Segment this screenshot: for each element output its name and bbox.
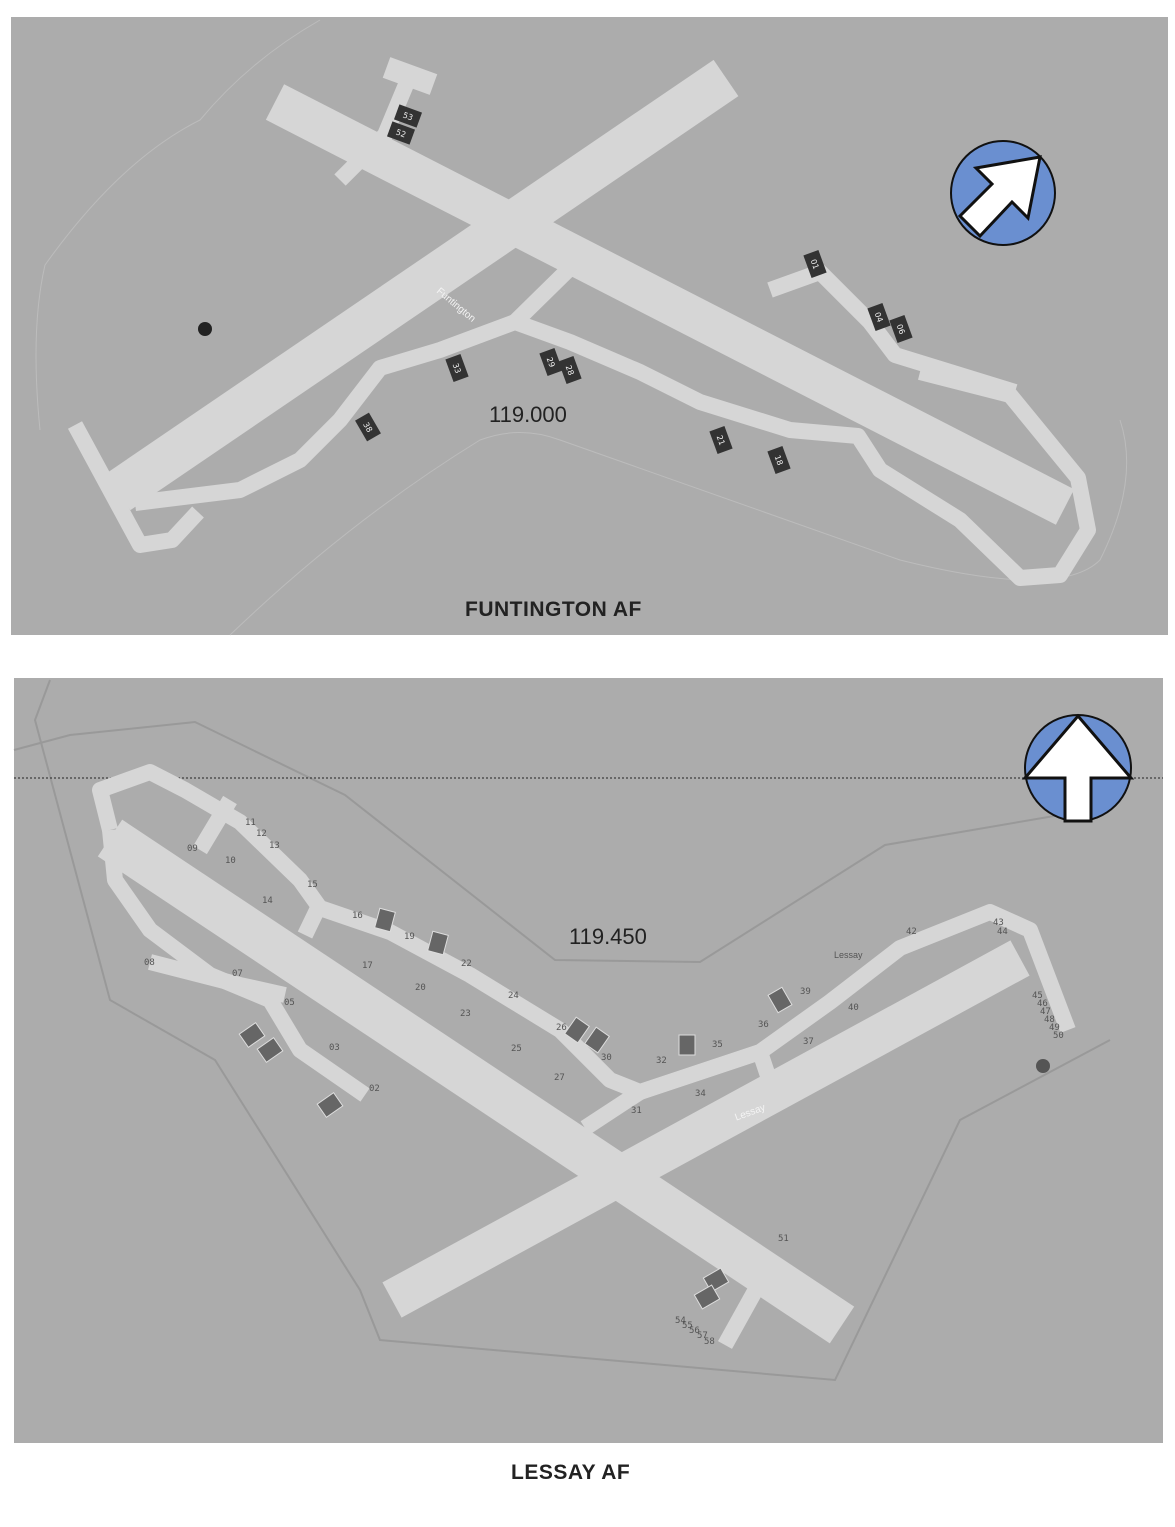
stand-label: 22: [461, 959, 472, 969]
taxiway: [67, 421, 204, 553]
stand-label: 17: [362, 961, 373, 971]
taxiway: [193, 795, 237, 855]
funtington-stands: 53 52 01 04 06 33 29 28 38 21 18: [355, 104, 913, 475]
stand-label: 53: [402, 111, 415, 123]
beacon-marker: [198, 322, 212, 336]
stand-label: 36: [758, 1020, 769, 1030]
stand-label: 48: [1044, 1015, 1055, 1025]
stand-label: 50: [1053, 1031, 1064, 1041]
taxiway: [148, 954, 287, 1003]
stand-label: 26: [556, 1023, 567, 1033]
stand-label: 29: [545, 356, 557, 369]
stand-label: 19: [404, 932, 415, 942]
taxiway: [752, 1049, 778, 1085]
lessay-stand-labels: 02 03 05 07 08 09 10 11 12 13 14 15 16 1…: [144, 818, 1064, 1347]
runway: [382, 940, 1030, 1318]
stand-label: 34: [695, 1089, 706, 1099]
stand-label: 58: [704, 1337, 715, 1347]
stand-label: 40: [848, 1003, 859, 1013]
stand-label: 05: [284, 998, 295, 1008]
stand-label: 55: [682, 1321, 693, 1331]
funtington-title: FUNTINGTON AF: [465, 598, 642, 621]
radio-frequency: 119.000: [489, 402, 567, 427]
stand-label: 04: [873, 311, 885, 324]
stand-label: 39: [800, 987, 811, 997]
stand-label: 46: [1037, 999, 1048, 1009]
funtington-map: 53 52 01 04 06 33 29 28 38 21 18 Funting…: [11, 17, 1168, 636]
radio-frequency: 119.450: [569, 924, 647, 949]
stand-label: 13: [269, 841, 280, 851]
stand-label: 54: [675, 1316, 686, 1326]
lessay-map: 02 03 05 07 08 09 10 11 12 13 14 15 16 1…: [13, 678, 1163, 1443]
place-label: Lessay: [834, 950, 863, 960]
stand-label: 24: [508, 991, 519, 1001]
stand-label: 03: [329, 1043, 340, 1053]
stand-label: 32: [656, 1056, 667, 1066]
stand-label: 10: [225, 856, 236, 866]
taxiway: [92, 764, 1076, 1100]
stand-label: 52: [395, 128, 408, 140]
compass-northeast-icon: [950, 140, 1056, 246]
stand-label: 35: [712, 1040, 723, 1050]
stand-label: 15: [307, 880, 318, 890]
stand-label: 06: [895, 323, 907, 336]
stand-label: 23: [460, 1009, 471, 1019]
lessay-dark-stands: [238, 907, 793, 1310]
stand-label: 42: [906, 927, 917, 937]
runway: [265, 84, 1075, 525]
stand-label: 28: [564, 364, 576, 377]
stand-label: 30: [601, 1053, 612, 1063]
stand-label: 25: [511, 1044, 522, 1054]
taxiway: [297, 904, 326, 939]
stand-label: 44: [997, 927, 1008, 937]
taxiway: [580, 1085, 645, 1135]
stand-label: 38: [361, 421, 374, 434]
taxiway: [718, 1251, 782, 1349]
stand-label: 56: [689, 1326, 700, 1336]
taxiway: [767, 264, 1018, 400]
stand-label: 43: [993, 918, 1004, 928]
stand-label: 16: [352, 911, 363, 921]
stand-label: 45: [1032, 991, 1043, 1001]
stand-label: 57: [697, 1331, 708, 1341]
stand-label: 33: [451, 362, 463, 375]
taxiway: [334, 71, 418, 186]
taxiway: [134, 314, 1096, 586]
stand-label: 20: [415, 983, 426, 993]
stand-label: 09: [187, 844, 198, 854]
stand-label: 49: [1049, 1023, 1060, 1033]
stand-label: 37: [803, 1037, 814, 1047]
stand-label: 31: [631, 1106, 642, 1116]
stand-label: 47: [1040, 1007, 1051, 1017]
stand-label: 12: [256, 829, 267, 839]
stand-label: 14: [262, 896, 273, 906]
runway: [105, 59, 739, 511]
stand-label: 11: [245, 818, 256, 828]
compass-north-icon: [1021, 713, 1135, 823]
beacon-marker: [1036, 1059, 1050, 1073]
stand-label: 27: [554, 1073, 565, 1083]
lessay-title: LESSAY AF: [511, 1461, 631, 1484]
stand-label: 02: [369, 1084, 380, 1094]
runway: [97, 819, 855, 1344]
taxiway: [509, 262, 576, 328]
stand-label: 18: [773, 454, 785, 467]
stand-label: 51: [778, 1234, 789, 1244]
stand-label: 01: [809, 258, 821, 271]
stand-label: 21: [715, 434, 727, 447]
stand-label: 07: [232, 969, 243, 979]
stand-label: 08: [144, 958, 155, 968]
